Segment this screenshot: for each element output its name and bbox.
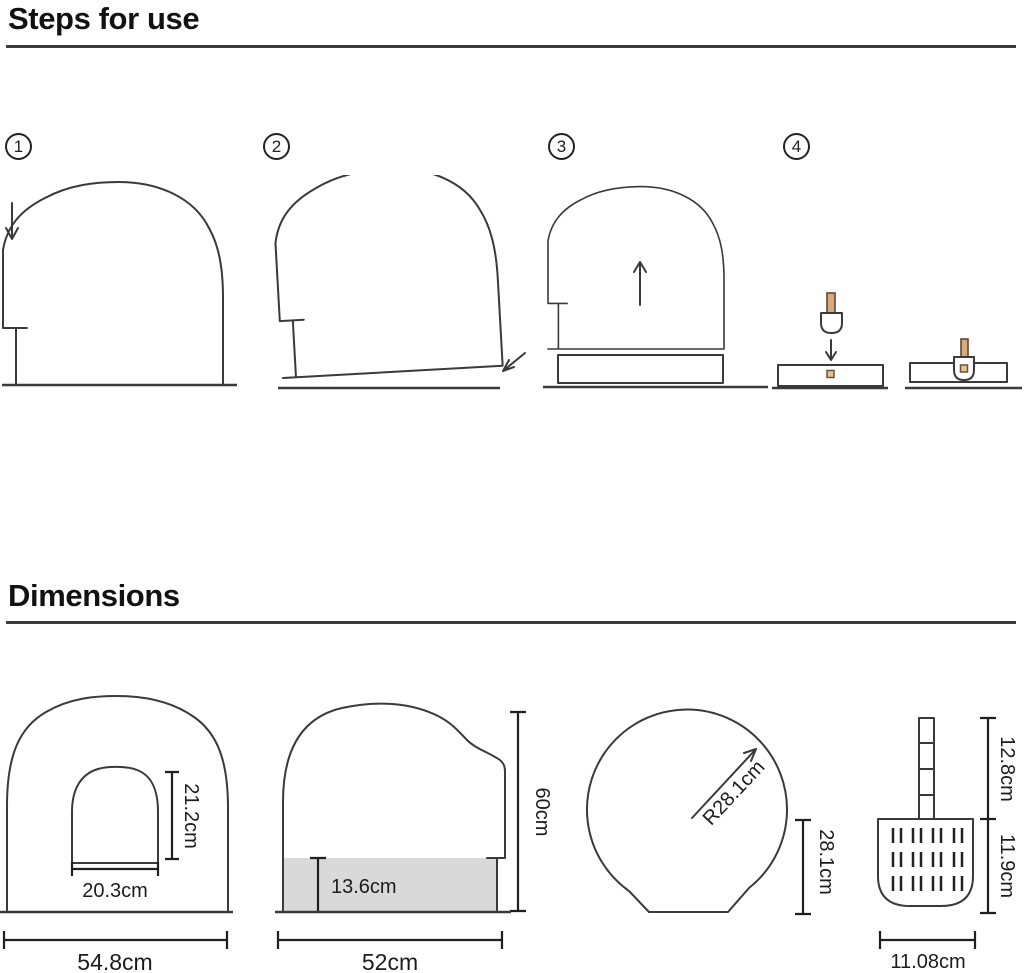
insert-down-arrow-icon	[825, 339, 837, 361]
side-width-label: 52cm	[362, 949, 418, 973]
lift-corner-arrow-icon	[502, 352, 526, 372]
step-4-diagram	[772, 292, 1022, 390]
step-2-number: 2	[263, 133, 290, 160]
top-view-diagram: R28.1cm 28.1cm	[586, 708, 837, 916]
step-1-number: 1	[5, 133, 32, 160]
scoop-head-outline	[877, 818, 974, 907]
scoop-head	[820, 312, 843, 334]
scoop-diagram: 12.8cm 11.9cm 11.08cm	[877, 716, 1018, 973]
litter-fill-area	[284, 858, 497, 911]
radius-label: R28.1cm	[699, 756, 770, 830]
side-height-label: 28.1cm	[815, 829, 837, 895]
door-height-label: 21.2cm	[180, 783, 202, 849]
scoop-handle-length-label: 12.8cm	[996, 736, 1018, 802]
door-height-measure	[165, 770, 179, 861]
round-body-outline	[586, 708, 788, 913]
door-width-label: 20.3cm	[82, 880, 148, 902]
side-width-measure	[276, 931, 504, 949]
radius-arrow-icon	[691, 748, 757, 819]
scoop-slot-filled	[959, 364, 969, 373]
step-3-number-label: 3	[556, 136, 567, 156]
litter-dome-raised-outline	[547, 185, 725, 350]
step-2-number-label: 2	[271, 136, 282, 156]
front-dome-outline	[6, 695, 229, 913]
dimensions-diagrams: 21.2cm 20.3cm 54.8cm 13.6cm 60cm 52cm R2…	[0, 695, 1018, 973]
litter-depth-measure	[310, 856, 326, 911]
litter-depth-label: 13.6cm	[331, 876, 397, 898]
litter-dome-outline	[2, 181, 224, 386]
base-tray-outline	[557, 354, 724, 384]
lift-up-arrow-icon	[633, 261, 647, 306]
scoop-handle-segments	[918, 742, 935, 796]
scoop-head-length-label: 11.9cm	[996, 834, 1018, 898]
door-opening-outline	[71, 765, 159, 864]
front-width-label: 54.8cm	[77, 949, 152, 973]
step-3-diagram	[543, 185, 768, 389]
side-view-diagram: 13.6cm 60cm 52cm	[275, 702, 553, 973]
dimensions-section-divider	[6, 621, 1016, 624]
scoop-slot	[826, 369, 835, 379]
dimensions-section-title: Dimensions	[8, 578, 180, 613]
step-1-diagram	[2, 181, 237, 387]
front-view-diagram: 21.2cm 20.3cm 54.8cm	[0, 695, 233, 973]
scoop-width-measure	[878, 931, 977, 949]
step-3-number: 3	[548, 133, 575, 160]
scoop-handle-docked	[960, 338, 969, 359]
step-2-diagram	[274, 175, 526, 390]
scoop-sieve-slots	[891, 828, 964, 891]
step-1-number-label: 1	[13, 136, 24, 156]
steps-section-divider	[6, 45, 1016, 48]
side-dome-outline	[282, 702, 506, 913]
litter-dome-tilted-outline	[274, 175, 504, 379]
scoop-handle	[826, 292, 836, 316]
steps-section-title: Steps for use	[8, 1, 200, 36]
scoop-lengths-measure	[980, 716, 996, 915]
side-height-measure	[795, 818, 811, 916]
step-4-number-label: 4	[791, 136, 802, 156]
step-4-number: 4	[783, 133, 810, 160]
door-width-measure	[70, 862, 160, 876]
scoop-width-label: 11.08cm	[890, 951, 965, 973]
overall-height-measure	[510, 710, 526, 913]
overall-height-label: 60cm	[531, 788, 553, 837]
front-width-measure	[2, 931, 229, 949]
